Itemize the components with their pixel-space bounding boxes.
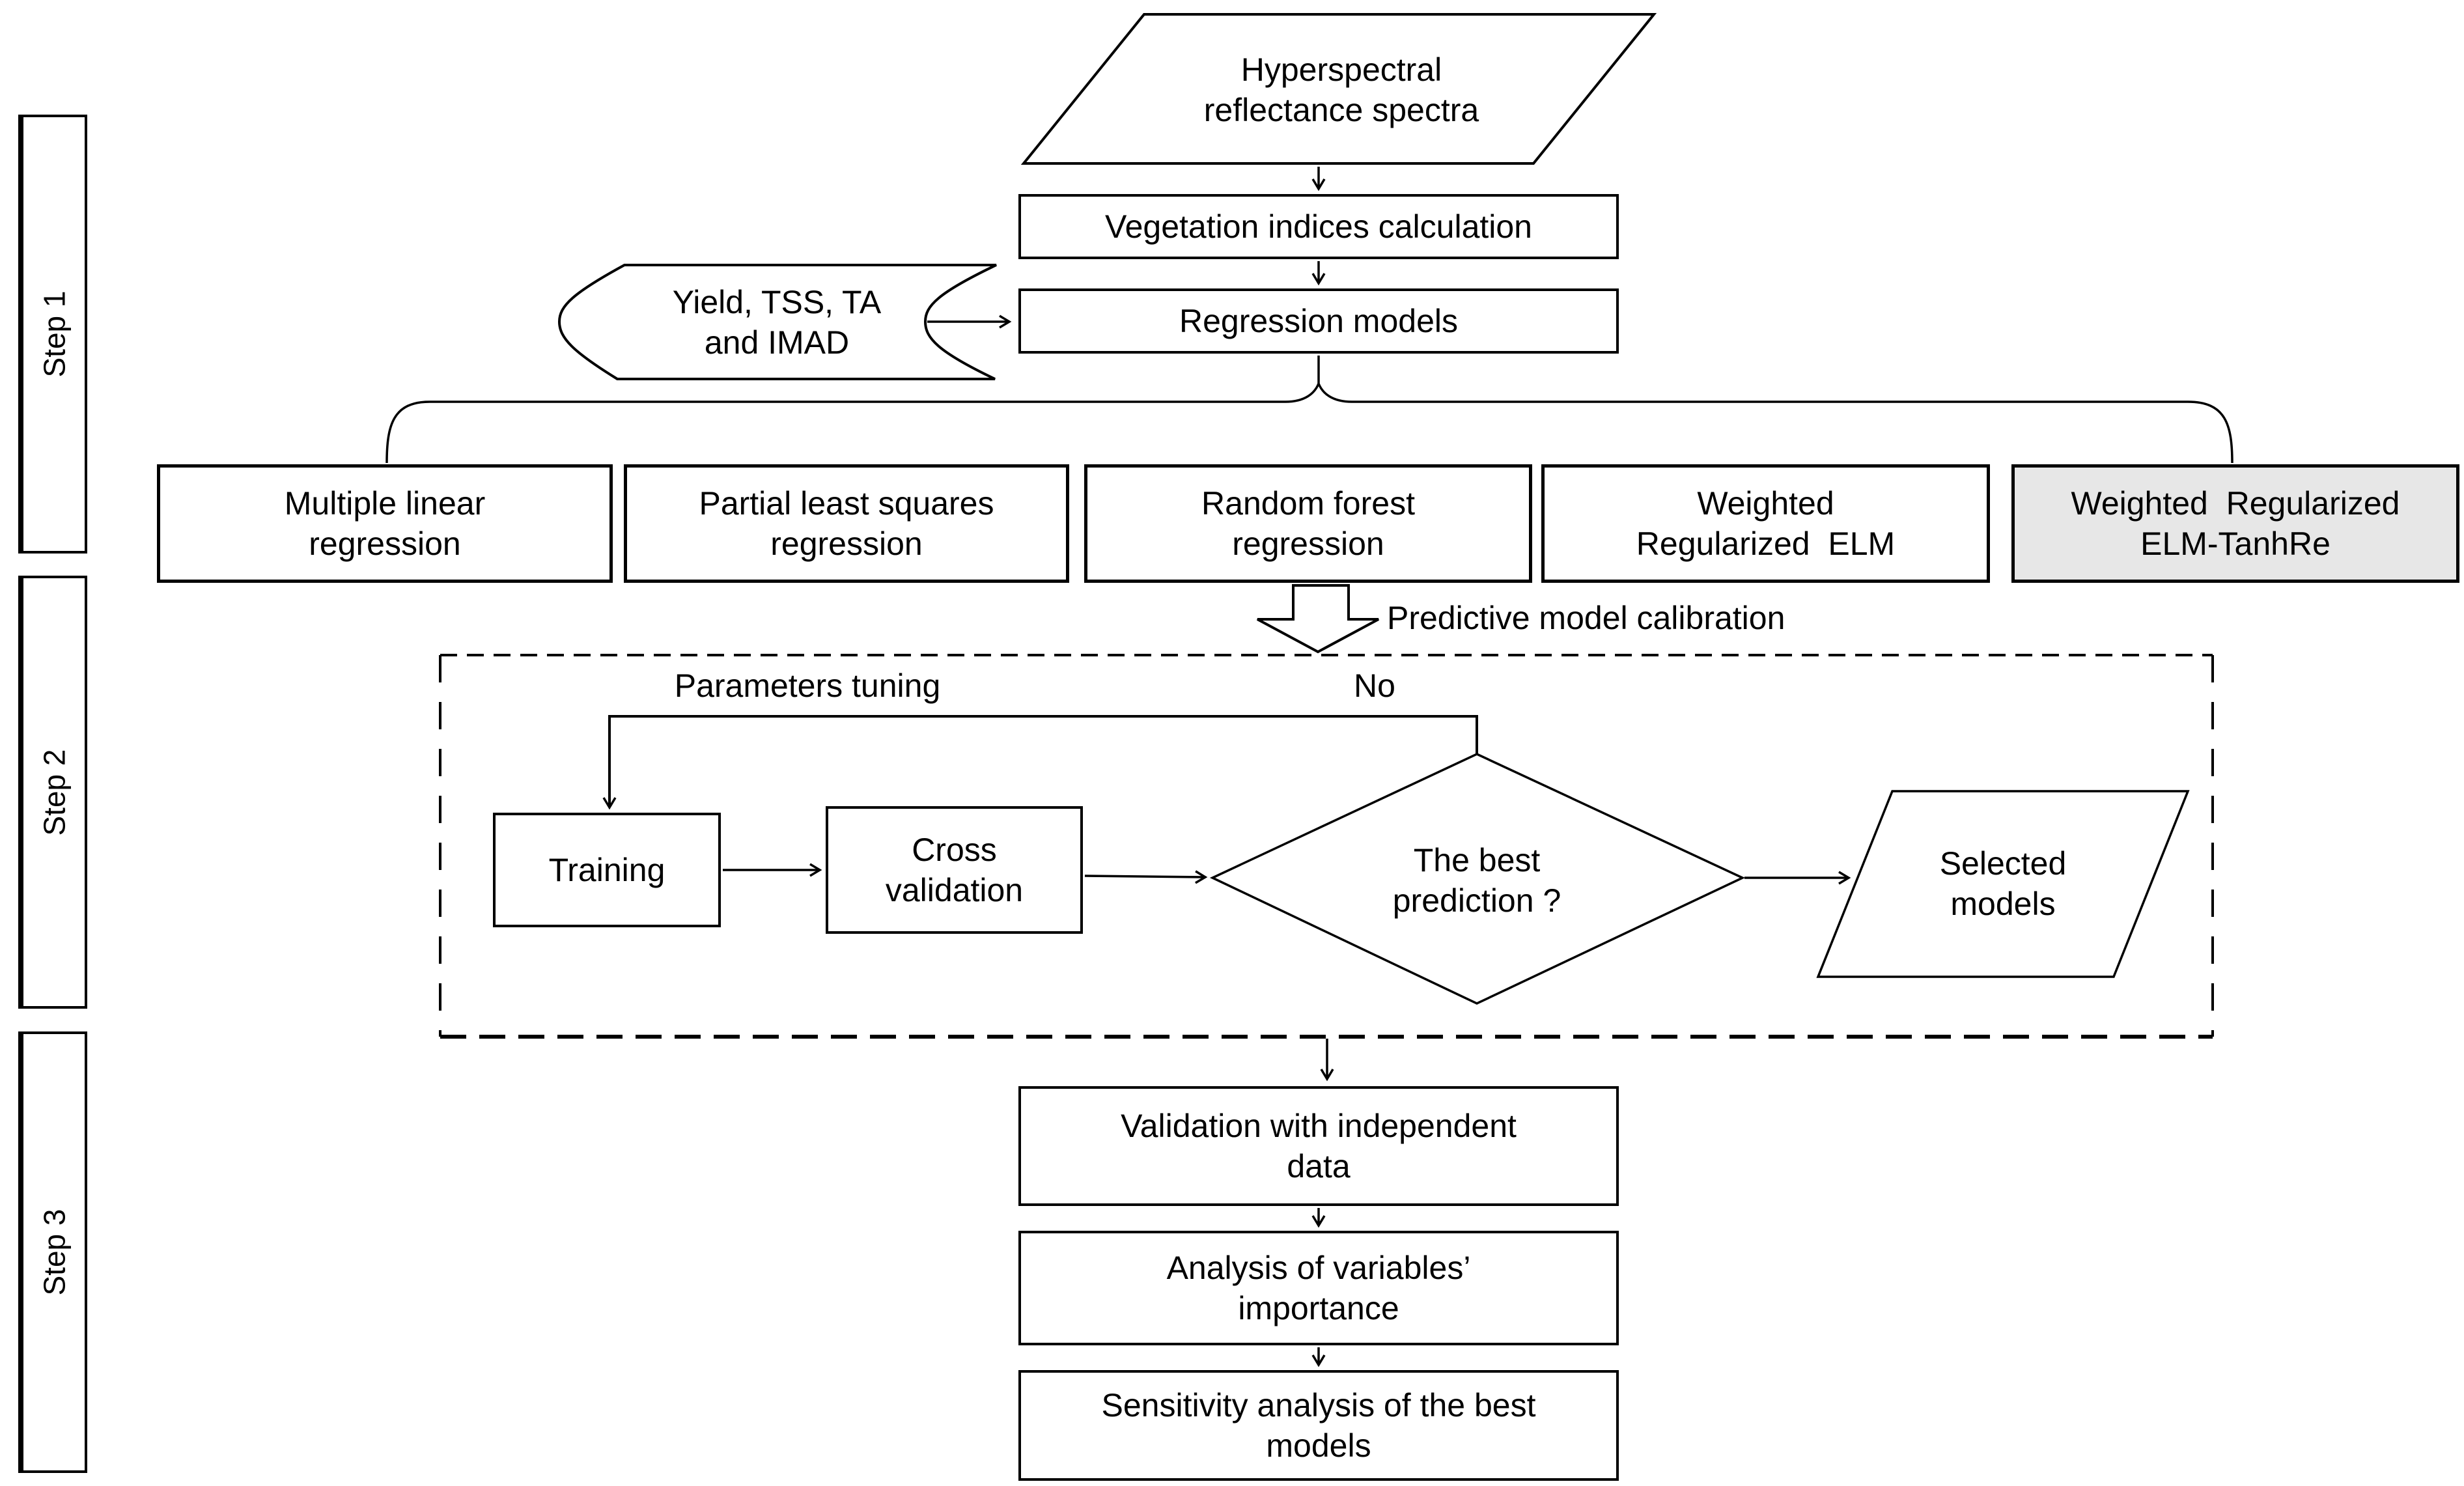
node-regression-models: Regression models bbox=[1018, 288, 1619, 354]
step1-sidebar-label: Step 1 bbox=[18, 115, 87, 554]
parameters-tuning-label: Parameters tuning bbox=[674, 667, 941, 704]
node-validation-independent-data: Validation with independent data bbox=[1018, 1086, 1619, 1206]
hyperspectral-parallelogram bbox=[1020, 13, 1657, 165]
predictive-model-calibration-label: Predictive model calibration bbox=[1387, 600, 1785, 636]
best-prediction-diamond bbox=[1209, 753, 1746, 1005]
node-selected-models-label: Selected models bbox=[1939, 845, 2067, 922]
node-variables-importance: Analysis of variables’ importance bbox=[1018, 1231, 1619, 1345]
brace-connector bbox=[385, 356, 2233, 464]
node-vegetation-indices: Vegetation indices calculation bbox=[1018, 194, 1619, 259]
node-partial-least-squares: Partial least squares regression bbox=[624, 464, 1069, 583]
no-branch-label: No bbox=[1354, 667, 1395, 704]
arrow-feedback-no-to-training bbox=[602, 715, 1478, 810]
node-training: Training bbox=[493, 813, 721, 927]
node-cross-validation: Cross validation bbox=[826, 806, 1083, 934]
node-target-variables-label: Yield, TSS, TA and IMAD bbox=[672, 284, 882, 361]
node-weighted-regularized-elm-tanhre: Weighted Regularized ELM-TanhRe bbox=[2011, 464, 2459, 583]
target-variables-stored-data-shape bbox=[557, 264, 997, 380]
step1-text: Step 1 bbox=[37, 290, 71, 378]
selected-models-parallelogram bbox=[1816, 790, 2190, 978]
step3-sidebar-label: Step 3 bbox=[18, 1031, 87, 1473]
block-arrow-down-icon bbox=[1257, 584, 1379, 654]
step2-text: Step 2 bbox=[37, 749, 71, 835]
arrow-crossvalidation-to-diamond bbox=[1084, 870, 1208, 884]
node-random-forest-regression: Random forest regression bbox=[1084, 464, 1532, 583]
node-sensitivity-analysis: Sensitivity analysis of the best models bbox=[1018, 1370, 1619, 1481]
step2-sidebar-label: Step 2 bbox=[18, 576, 87, 1009]
step3-text: Step 3 bbox=[37, 1209, 71, 1296]
node-multiple-linear-regression: Multiple linear regression bbox=[157, 464, 613, 583]
node-best-prediction-label: The best prediction ? bbox=[1392, 842, 1561, 919]
node-hyperspectral-label: Hyperspectral reflectance spectra bbox=[1203, 51, 1479, 128]
node-weighted-regularized-elm: Weighted Regularized ELM bbox=[1541, 464, 1990, 583]
